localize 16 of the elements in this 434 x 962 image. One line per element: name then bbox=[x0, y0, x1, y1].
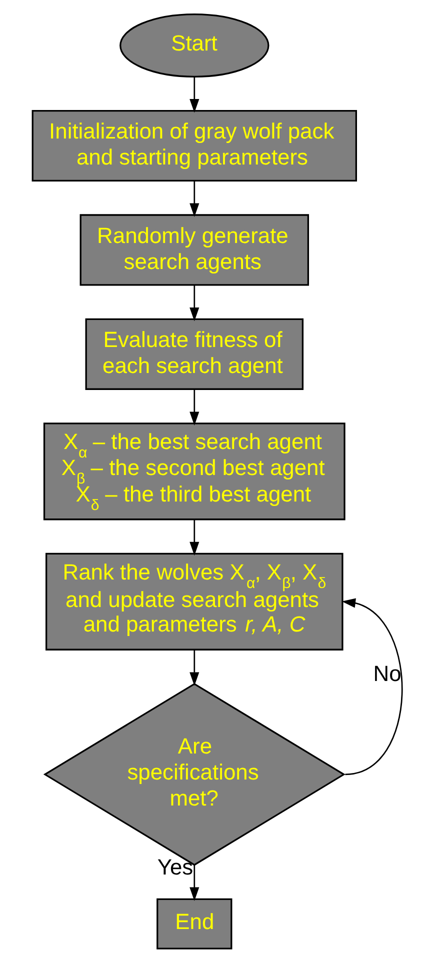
node-box: Initialization of gray wolf pack and starting parameters bbox=[31, 109, 356, 182]
node-box: End bbox=[156, 898, 232, 949]
arrow bbox=[341, 598, 402, 775]
edge-label: No bbox=[372, 660, 401, 686]
arrow bbox=[189, 519, 199, 556]
arrow bbox=[189, 284, 199, 321]
arrow bbox=[189, 388, 199, 425]
arrow bbox=[189, 76, 199, 112]
node-ellipse: Start bbox=[119, 12, 269, 78]
node-box: Randomly generate search agents bbox=[79, 214, 309, 286]
node-box: X$_{α}$ – the best search agent X$_{β}$ – the second best agent X$_{δ}$ – the third best agent bbox=[42, 422, 345, 520]
node-box: Rank the wolves X$_{α}$, X$_{β}$, X$_{δ}$ and update search agents and parameters r, A, C bbox=[45, 552, 343, 650]
node-box: Evaluate fitness of each search agent bbox=[84, 318, 304, 390]
arrow bbox=[189, 649, 199, 686]
arrow bbox=[189, 180, 199, 217]
arrow bbox=[189, 864, 199, 900]
